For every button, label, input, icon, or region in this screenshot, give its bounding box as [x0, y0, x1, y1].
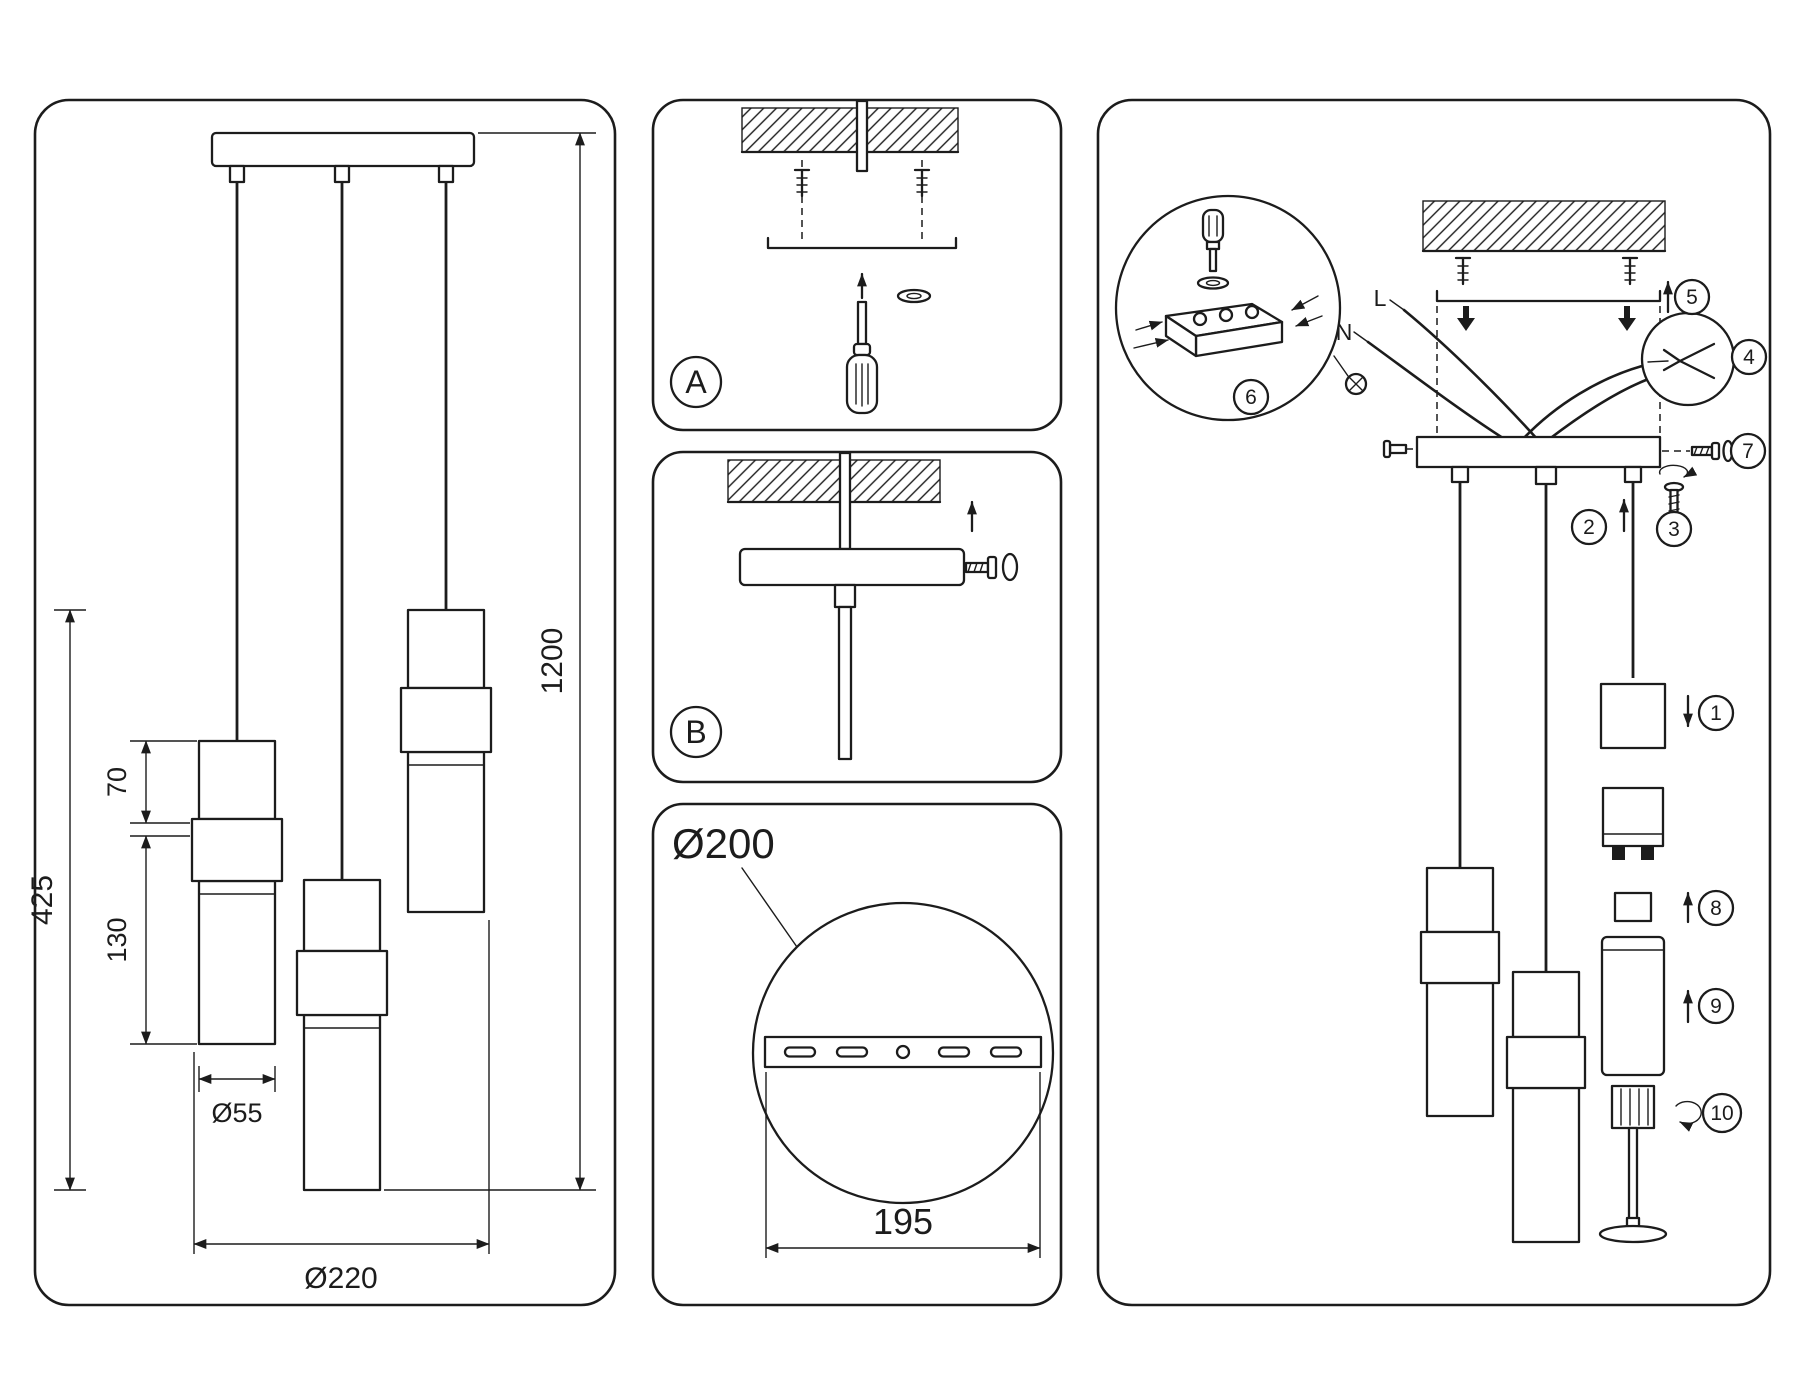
suspension-rod [855, 99, 869, 173]
step-b-badge: B [669, 705, 723, 759]
dim-fixture-diameter: Ø220 [193, 920, 490, 1295]
step-1-label: 1 [1710, 702, 1722, 725]
step-7-label: 7 [1742, 440, 1754, 463]
step-b-label: B [685, 714, 706, 750]
wire-insert-arrow [1295, 315, 1323, 327]
dim-upper-section: 70 [102, 740, 197, 824]
exploded-socket [1601, 786, 1665, 860]
exploded-retainer-ring [1613, 891, 1653, 923]
step-4-badge: 4 [1730, 338, 1768, 376]
dim-total-height: 1200 [384, 132, 596, 1191]
exploded-glass-shade [1600, 935, 1666, 1077]
canopy-plate [738, 547, 966, 587]
step-a-label: A [685, 364, 707, 400]
step-9-label: 9 [1710, 995, 1722, 1018]
step-1-badge: 1 [1697, 694, 1735, 732]
step-8-badge: 8 [1697, 889, 1735, 927]
wire-neutral-label: N [1336, 319, 1353, 345]
stripper-detail-circle [1640, 311, 1736, 407]
ceiling-screw-right-icon [1621, 256, 1639, 286]
dim-label-d220: Ø220 [304, 1262, 377, 1295]
canopy-bar [210, 131, 476, 184]
mounting-bracket [766, 236, 958, 250]
canopy-diameter-label: Ø200 [672, 820, 775, 867]
washer-icon [1196, 276, 1230, 290]
side-screw-icon [964, 552, 1019, 582]
step-9-badge: 9 [1697, 987, 1735, 1025]
pendant-left [190, 182, 284, 1046]
exploded-socket-housing [1599, 682, 1667, 750]
dim-label-130: 130 [102, 917, 132, 962]
step-3-badge: 3 [1655, 510, 1693, 548]
dimensions-panel-frame [33, 98, 617, 1307]
step-6-label: 6 [1245, 386, 1257, 409]
dim-label-70: 70 [102, 767, 132, 797]
wire-live-label: L [1374, 285, 1387, 311]
rotate-arrow-step10 [1675, 1100, 1702, 1132]
canopy-circle [751, 901, 1055, 1205]
terminal-detail-circle [1114, 194, 1342, 422]
ground-screw-icon [1344, 372, 1368, 396]
insert-arrow-down-left [1457, 306, 1475, 331]
screwdriver-icon [1201, 208, 1225, 273]
exploded-finial [1598, 1084, 1668, 1244]
step-4-label: 4 [1743, 346, 1755, 369]
cord-gland [833, 583, 857, 609]
panel-step-b: B [651, 450, 1063, 784]
insert-arrow-down-right [1618, 306, 1636, 331]
step-2-label: 2 [1583, 516, 1595, 539]
wire-insert-arrow [1291, 295, 1319, 311]
anchor-screw-left-icon [793, 160, 811, 244]
dim-pendant-drop: 425 [26, 609, 86, 1191]
mounting-bracket [1435, 289, 1662, 303]
step-8-label: 8 [1710, 897, 1722, 920]
leader-line [741, 867, 798, 948]
dim-bracket-width: 195 [765, 1072, 1041, 1258]
panel-assembly: N L [1096, 98, 1772, 1307]
screwdriver-icon [845, 272, 879, 415]
assembled-pendant-left [1419, 866, 1501, 1118]
dim-label-425: 425 [26, 875, 59, 925]
ceiling-hatch [727, 459, 941, 503]
dim-label-d55: Ø55 [211, 1098, 262, 1128]
step-b-panel-frame [651, 450, 1063, 784]
ceiling-hatch [741, 107, 959, 153]
panel-dimensions: 1200 425 70 130 Ø55 [26, 98, 617, 1307]
step-10-label: 10 [1710, 1102, 1733, 1125]
mounting-strip [763, 1035, 1043, 1069]
dim-shade-diameter: Ø55 [198, 1066, 276, 1128]
assembled-pendant-middle [1505, 970, 1587, 1244]
drop-tube [837, 605, 853, 761]
step-a-badge: A [669, 355, 723, 409]
step-2-badge: 2 [1570, 508, 1608, 546]
pendant-right [399, 182, 493, 914]
step-5-label: 5 [1686, 286, 1698, 309]
supply-wires [1353, 299, 1648, 442]
side-screw-icon-left [1382, 439, 1416, 459]
side-screw-icon-right [1662, 439, 1734, 463]
step-3-label: 3 [1668, 518, 1680, 541]
wire-insert-arrow [1135, 320, 1163, 331]
pendant-middle [295, 182, 389, 1192]
terminal-block-icon [1164, 302, 1284, 358]
ceiling-hatch [1422, 200, 1666, 252]
step-7-badge: 7 [1729, 432, 1767, 470]
dim-label-1200: 1200 [536, 628, 569, 695]
panel-step-a: A [651, 98, 1063, 432]
dim-lower-section: 130 [102, 835, 197, 1045]
panel-canopy: Ø200 195 [651, 802, 1063, 1307]
dim-label-195: 195 [873, 1201, 933, 1242]
ceiling-screw-left-icon [1454, 256, 1472, 286]
step-5-badge: 5 [1673, 278, 1711, 316]
anchor-screw-right-icon [913, 160, 931, 244]
step-10-badge: 10 [1701, 1092, 1743, 1134]
step-6-badge: 6 [1232, 378, 1270, 416]
suspension-rod [838, 451, 852, 551]
wire-insert-arrow [1133, 338, 1169, 349]
fastening-screw-icon [1658, 464, 1698, 516]
washer-icon [896, 288, 932, 304]
ground-leader-line [1333, 355, 1349, 377]
canopy-box [1415, 435, 1662, 486]
